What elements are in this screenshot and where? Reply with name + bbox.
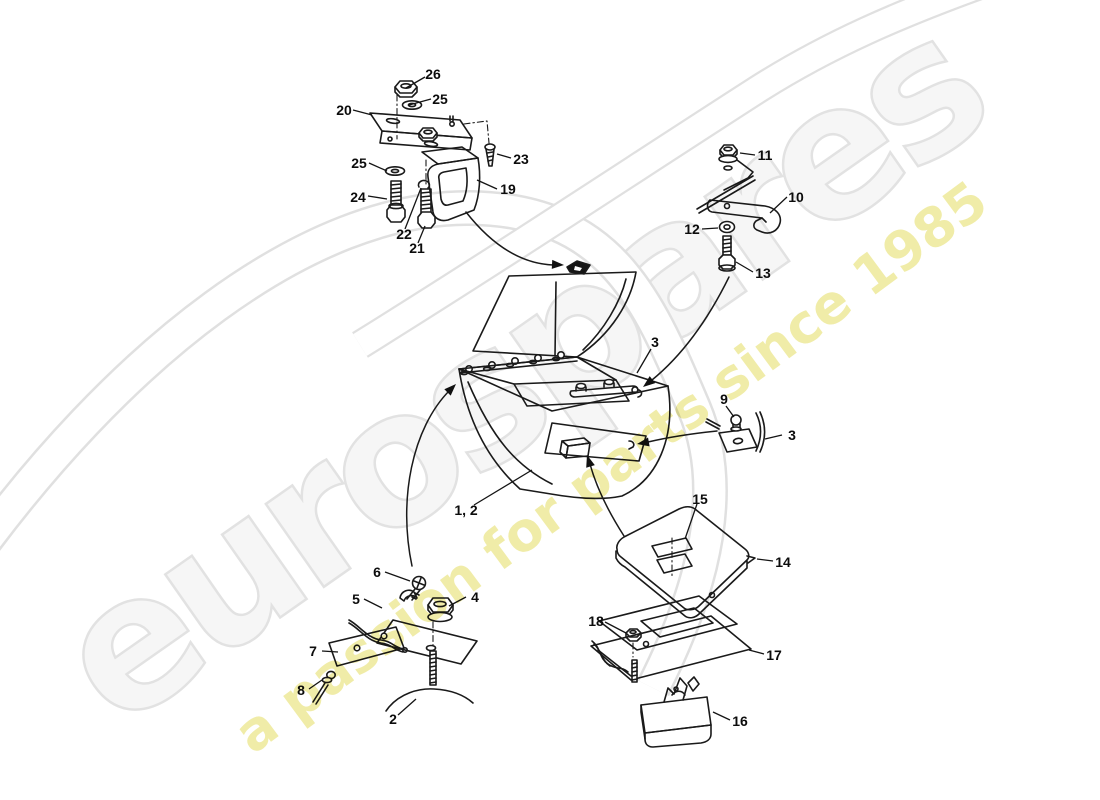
bolt-21-part bbox=[417, 188, 436, 229]
nut-4-part bbox=[427, 597, 454, 623]
part-label-22: 22 bbox=[396, 226, 412, 242]
part-label-5: 5 bbox=[352, 591, 360, 607]
bracket-10-part bbox=[706, 199, 782, 234]
bolt-13-part bbox=[718, 235, 736, 272]
part-label-3b: 3 bbox=[788, 427, 796, 443]
part-label-17: 17 bbox=[766, 647, 782, 663]
plate-20-part bbox=[369, 112, 473, 151]
strap-7-part bbox=[328, 626, 405, 667]
part-label-10: 10 bbox=[788, 189, 804, 205]
pin-8-part bbox=[312, 670, 336, 705]
assembly-gear-surround bbox=[590, 505, 756, 748]
part-label-6: 6 bbox=[373, 564, 381, 580]
part-label-23: 23 bbox=[513, 151, 529, 167]
base-16-part bbox=[640, 676, 712, 748]
part-label-1-2: 1, 2 bbox=[454, 502, 478, 518]
part-label-4: 4 bbox=[471, 589, 479, 605]
bolt-24-part bbox=[386, 180, 406, 223]
screw-23-part bbox=[484, 143, 496, 167]
nut-26-part bbox=[394, 80, 418, 98]
hinge-arm bbox=[569, 378, 643, 398]
console-front-panel bbox=[544, 422, 647, 462]
part-label-19: 19 bbox=[500, 181, 516, 197]
part-labels: 26 25 20 23 25 24 19 22 21 11 10 12 13 3… bbox=[297, 66, 804, 729]
part-label-8: 8 bbox=[297, 682, 305, 698]
pin-9-part bbox=[730, 414, 742, 426]
slot-15-part bbox=[651, 537, 693, 578]
gasket-plate bbox=[598, 591, 738, 651]
panel-14-part bbox=[615, 505, 756, 619]
part-label-14: 14 bbox=[775, 554, 791, 570]
part-label-20: 20 bbox=[336, 102, 352, 118]
assembly-pin-bracket bbox=[705, 411, 766, 453]
screw-6-part bbox=[406, 575, 427, 601]
part-label-26: 26 bbox=[425, 66, 441, 82]
part-label-21: 21 bbox=[409, 240, 425, 256]
part-label-24: 24 bbox=[350, 189, 366, 205]
part-label-3a: 3 bbox=[651, 334, 659, 350]
washer-12-part bbox=[718, 220, 736, 234]
part-label-2: 2 bbox=[389, 711, 397, 727]
part-label-18: 18 bbox=[588, 613, 604, 629]
part-label-25b: 25 bbox=[351, 155, 367, 171]
rod-2-part bbox=[385, 688, 474, 712]
assembly-stay-bracket bbox=[696, 144, 782, 272]
part-label-12: 12 bbox=[684, 221, 700, 237]
part-label-11: 11 bbox=[758, 147, 773, 163]
part-label-13: 13 bbox=[755, 265, 771, 281]
washer-25b-part bbox=[384, 166, 406, 177]
rod-clamp bbox=[399, 589, 418, 602]
swoosh-band bbox=[0, 0, 983, 697]
part-label-16: 16 bbox=[732, 713, 748, 729]
flow-arrows bbox=[406, 211, 730, 567]
part-label-25a: 25 bbox=[432, 91, 448, 107]
assembly-hinge-rod bbox=[312, 575, 478, 712]
tray-17-part bbox=[590, 615, 752, 683]
part-label-15: 15 bbox=[692, 491, 708, 507]
nut-11-part bbox=[718, 144, 738, 171]
panel-clip bbox=[628, 440, 635, 450]
part-label-9: 9 bbox=[720, 391, 728, 407]
stud-part bbox=[429, 650, 437, 686]
console-body bbox=[458, 260, 671, 500]
diagram-lineart bbox=[312, 80, 782, 748]
leader-lines bbox=[308, 76, 788, 721]
part-label-7: 7 bbox=[309, 643, 317, 659]
assembly-bracket-fixings bbox=[369, 80, 496, 229]
